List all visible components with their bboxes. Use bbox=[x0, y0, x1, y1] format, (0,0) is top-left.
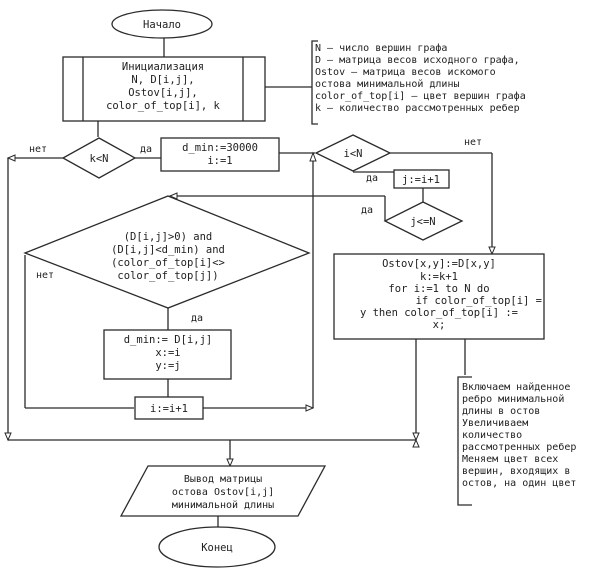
end-label: Конец bbox=[201, 542, 233, 554]
output-block: Вывод матрицы остова Ostov[i,j] минималь… bbox=[119, 465, 327, 517]
arrow-down-icon bbox=[4, 432, 12, 442]
setj-label: j:=i+1 bbox=[402, 174, 440, 186]
comment-bracket bbox=[457, 376, 472, 506]
assign-line: d_min:= D[i,j] bbox=[124, 334, 213, 346]
yes-label: да bbox=[366, 173, 378, 184]
comment-line: Включаем найденное bbox=[462, 381, 570, 393]
ostov-rect bbox=[333, 253, 545, 340]
arrow-down-icon bbox=[412, 432, 420, 442]
arrow-down-icon bbox=[226, 458, 234, 468]
arrow-right-icon bbox=[305, 404, 315, 412]
init-line: Ostov[i,j], bbox=[128, 87, 198, 99]
ostov-line: if color_of_top[i] = bbox=[416, 295, 542, 307]
start-label: Начало bbox=[143, 19, 181, 31]
end-ellipse bbox=[158, 526, 276, 568]
ostov-line: Ostov[x,y]:=D[x,y] bbox=[382, 258, 496, 270]
init-line: Инициализация bbox=[122, 61, 204, 73]
yes-label: да bbox=[191, 313, 203, 324]
decision-line: (D[i,j]<d_min) and bbox=[111, 244, 225, 256]
output-line: Вывод матрицы bbox=[184, 474, 262, 485]
arrowheads bbox=[4, 151, 496, 468]
ostov-line: for i:=1 to N do bbox=[388, 283, 489, 295]
comment-line: Меняем цвет всех bbox=[462, 454, 558, 465]
decision-diamond bbox=[383, 201, 464, 241]
ostov-line: k:=k+1 bbox=[420, 271, 458, 283]
decision-label: k<N bbox=[90, 153, 109, 165]
init-line: N, D[i,j], bbox=[131, 74, 194, 86]
init-dmin-block: d_min:=30000 i:=1 bbox=[160, 137, 280, 172]
no-label: нет bbox=[29, 144, 47, 155]
yes-label: да bbox=[140, 144, 152, 155]
comment-line: вершин, входящих в bbox=[462, 466, 570, 477]
dmin-line: d_min:=30000 bbox=[182, 142, 258, 154]
ostov-update-block: Ostov[x,y]:=D[x,y] k:=k+1 for i:=1 to N … bbox=[333, 253, 545, 340]
arrow-left-icon bbox=[168, 192, 178, 200]
assign-min-block: d_min:= D[i,j] x:=i y:=j bbox=[103, 329, 232, 380]
dmin-rect bbox=[160, 137, 280, 172]
output-line: остова Ostov[i,j] bbox=[172, 487, 274, 498]
start-terminal: Начало bbox=[111, 9, 213, 39]
decision-line: (D[i,j]>0) and bbox=[124, 231, 213, 243]
decision-diamond bbox=[61, 137, 137, 179]
decision-label: j<=N bbox=[410, 216, 435, 228]
arrow-left-icon bbox=[6, 154, 16, 162]
decision-label: i<N bbox=[344, 148, 363, 160]
arrow-up-icon bbox=[412, 438, 420, 448]
comment-line: рассмотренных ребер bbox=[462, 441, 576, 453]
output-parallelogram bbox=[119, 465, 327, 517]
legend-line: D – матрица весов исходного графа, bbox=[315, 54, 520, 66]
legend-line: остова минимальной длины bbox=[315, 78, 460, 90]
output-line: минимальной длины bbox=[172, 499, 274, 511]
assign-line: x:=i bbox=[155, 347, 180, 359]
comment-line: ребро минимальной bbox=[462, 393, 564, 405]
legend-line: N – число вершин графа bbox=[315, 42, 447, 54]
yes-label: да bbox=[361, 205, 373, 216]
arrow-up-icon bbox=[309, 151, 317, 162]
decision-line: color_of_top[j]) bbox=[117, 270, 218, 282]
comment-line: остов, на один цвет bbox=[462, 478, 576, 489]
no-label: нет bbox=[36, 270, 54, 281]
arrow-down-icon bbox=[488, 246, 496, 256]
legend-line: Ostov – матрица весов искомого bbox=[315, 67, 496, 78]
init-rect bbox=[62, 56, 266, 122]
assign-line: y:=j bbox=[155, 360, 180, 372]
decision-j-le-n: j<=N да bbox=[361, 201, 464, 241]
legend-bracket bbox=[311, 40, 318, 125]
init-line: color_of_top[i], k bbox=[106, 100, 220, 112]
decision-line: (color_of_top[i]<> bbox=[111, 257, 225, 269]
legend-line: k – количество рассмотренных ребер bbox=[315, 102, 520, 114]
comment-line: Увеличиваем bbox=[462, 418, 528, 429]
dmin-line: i:=1 bbox=[207, 155, 232, 167]
start-ellipse bbox=[111, 9, 213, 39]
decision-k-lt-n: k<N нет да bbox=[29, 137, 152, 179]
comment-annotation: Включаем найденное ребро минимальной дли… bbox=[457, 376, 576, 506]
inc-i-block: i:=i+1 bbox=[134, 396, 204, 420]
legend-line: color_of_top[i] – цвет вершин графа bbox=[315, 90, 526, 102]
comment-line: количество bbox=[462, 430, 522, 441]
end-terminal: Конец bbox=[158, 526, 276, 568]
assign-rect bbox=[103, 329, 232, 380]
set-j-block: j:=i+1 bbox=[393, 169, 450, 189]
comment-line: длины в остов bbox=[462, 406, 540, 417]
init-block: Инициализация N, D[i,j], Ostov[i,j], col… bbox=[62, 56, 266, 122]
decision-i-lt-n: i<N нет да bbox=[314, 134, 482, 184]
setj-rect bbox=[393, 169, 450, 189]
ostov-line: y then color_of_top[i] := bbox=[360, 307, 518, 319]
inc-label: i:=i+1 bbox=[150, 403, 188, 415]
no-label: нет bbox=[464, 137, 482, 148]
inc-rect bbox=[134, 396, 204, 420]
decision-diamond bbox=[314, 134, 392, 172]
legend-annotation: N – число вершин графа D – матрица весов… bbox=[311, 40, 526, 125]
decision-main: (D[i,j]>0) and (D[i,j]<d_min) and (color… bbox=[23, 195, 311, 324]
ostov-line: x; bbox=[433, 319, 446, 331]
decision-diamond bbox=[23, 195, 311, 309]
